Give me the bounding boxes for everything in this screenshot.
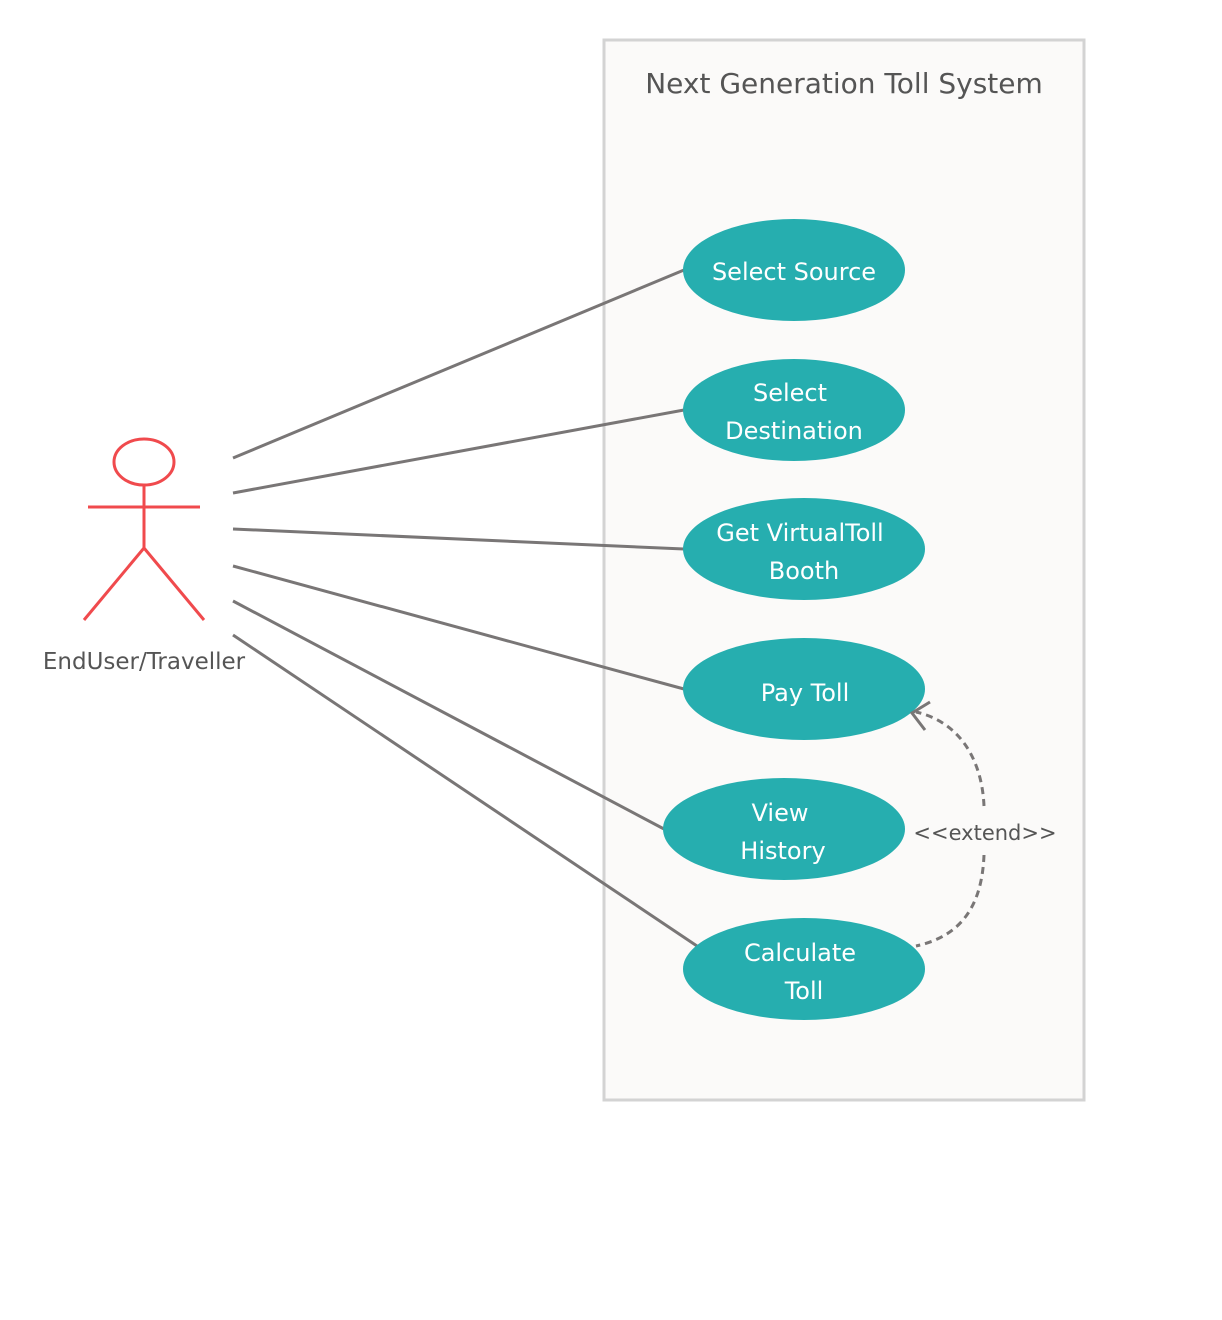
use-case-label: Toll [784,977,824,1005]
association-pay-toll [232,564,685,691]
use-case-select-destination: Select Destination [683,359,905,461]
association-select-source [232,268,685,460]
arrowhead-icon [909,700,931,731]
use-case-label: History [740,837,825,865]
extend-relation: <<extend>> [909,700,1057,948]
use-case-label: Select Source [712,258,876,286]
associations [232,268,698,948]
actor-enduser: EndUser/Traveller [43,437,246,675]
use-case-label: Pay Toll [761,679,850,707]
use-case-select-source: Select Source [683,219,905,321]
system-title: Next Generation Toll System [645,67,1043,100]
use-case-shape [683,638,925,740]
stick-figure-icon [82,437,206,621]
association-get-virtual-toll-booth [232,527,685,551]
use-case-shape [683,219,905,321]
use-case-label: Get VirtualToll [716,519,883,547]
actor-label: EndUser/Traveller [43,649,246,675]
extend-dashed-line-upper [915,710,986,807]
use-case-shape [683,918,925,1020]
use-case-label: Booth [769,557,839,585]
use-case-calculate-toll: Calculate Toll [683,918,925,1020]
use-case-pay-toll: Pay Toll [683,638,925,740]
use-case-shape [683,359,905,461]
association-calculate-toll [232,633,698,948]
association-view-history [232,599,665,831]
use-case-view-history: View History [663,778,905,880]
use-case-shape [663,778,905,880]
use-case-label: Destination [725,417,863,445]
use-case-shape [683,498,925,600]
association-select-destination [232,408,685,495]
use-case-label: Calculate [744,939,856,967]
use-case-get-virtual-toll-booth: Get VirtualToll Booth [683,498,925,600]
use-case-label: View [752,799,809,827]
extend-dashed-line-lower [915,854,986,948]
extend-label: <<extend>> [913,821,1056,845]
use-case-label: Select [753,379,827,407]
